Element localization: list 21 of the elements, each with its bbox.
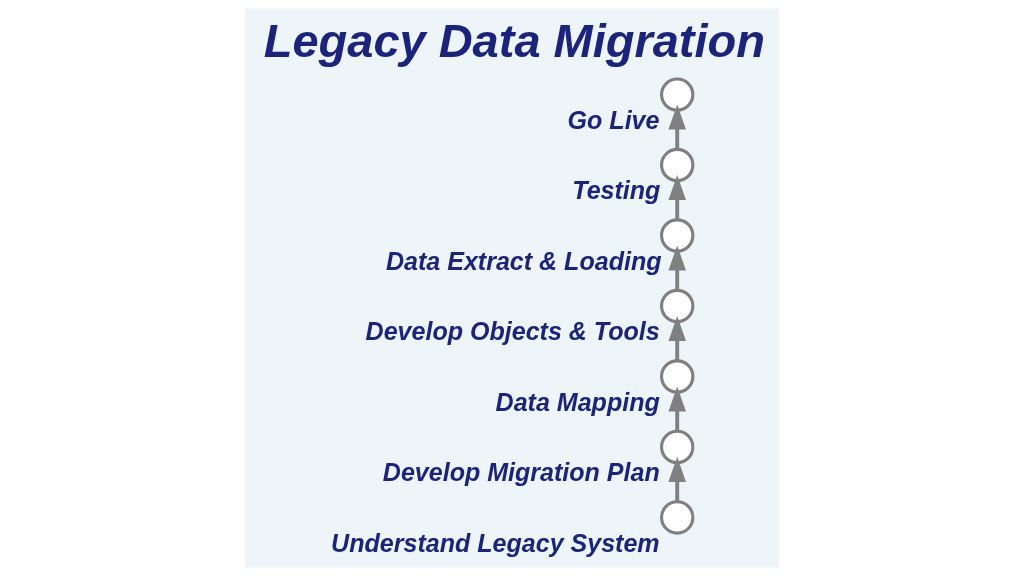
arrow [668, 175, 686, 220]
arrow [668, 456, 686, 502]
arrow [668, 104, 686, 150]
node-circle [660, 359, 695, 394]
node-label: Go Live [567, 105, 660, 134]
node-circle [660, 500, 695, 535]
node-label: Understand Legacy System [331, 528, 660, 557]
node-label: Testing [572, 176, 661, 205]
node-circle [660, 218, 695, 253]
arrow [668, 245, 686, 291]
diagram-title: Legacy Data Migration [263, 14, 765, 68]
node-circle [660, 288, 695, 324]
node-label: Develop Objects & Tools [365, 317, 660, 346]
node-circle [660, 429, 695, 465]
node-circle [660, 77, 695, 112]
node-label: Data Mapping [495, 387, 660, 416]
node-label: Develop Migration Plan [382, 458, 660, 487]
arrow [668, 315, 686, 361]
node-circle [660, 147, 695, 183]
node-label: Data Extract & Loading [385, 246, 662, 275]
arrow [668, 386, 686, 432]
